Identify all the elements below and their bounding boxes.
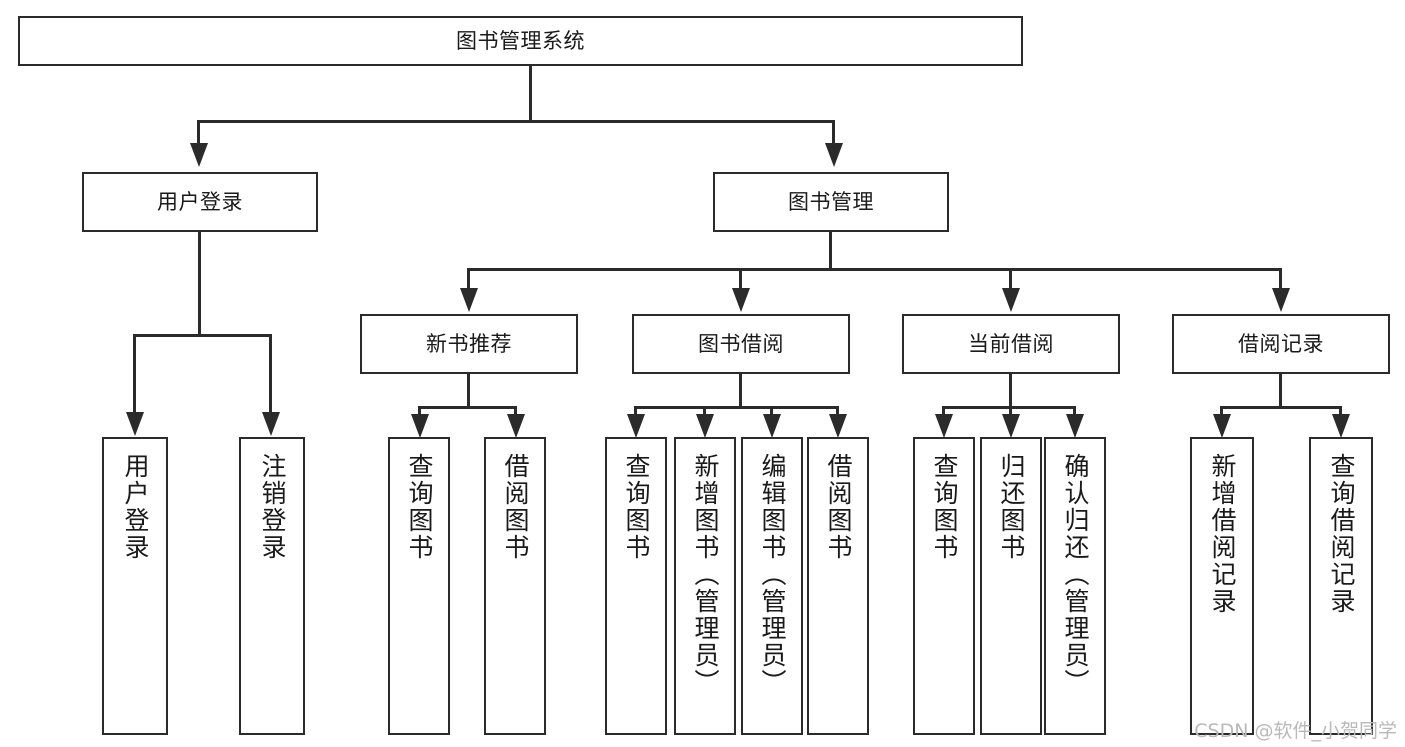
arrowhead-cb-to-leaf3 <box>1066 414 1084 438</box>
connector-newbook-stem <box>467 374 470 408</box>
node-label: 借阅图书 <box>824 453 853 561</box>
connector-newbook-bar <box>418 406 517 409</box>
connector-root-stem <box>529 66 532 122</box>
connector-bookmanage-bar <box>467 268 1282 271</box>
node-label: 用户登录 <box>157 189 243 214</box>
leaf-rec-query-record[interactable]: 查询借阅记录 <box>1309 437 1373 735</box>
arrowhead-br-to-leaf1 <box>1213 414 1231 438</box>
arrowhead-newbook-to-leaf2 <box>507 414 525 438</box>
connector-bm-to-newbook <box>467 268 470 290</box>
node-label: 查询图书 <box>405 453 434 561</box>
node-label: 当前借阅 <box>968 331 1054 356</box>
arrowhead-cb-to-leaf1 <box>935 414 953 438</box>
node-label: 查询图书 <box>930 453 959 561</box>
arrowhead-br-to-leaf2 <box>1332 414 1350 438</box>
leaf-user-login[interactable]: 用户登录 <box>102 437 168 735</box>
connector-currentborrow-stem <box>1009 374 1012 408</box>
connector-userlogin-stem <box>198 232 201 336</box>
arrowhead-root-to-userlogin <box>190 143 208 167</box>
connector-newbook-to-leaf2 <box>514 406 517 418</box>
arrowhead-bm-to-borrowrecord <box>1272 288 1290 312</box>
connector-root-bar <box>197 120 835 123</box>
arrowhead-bm-to-bookborrow <box>732 288 750 312</box>
node-label: 图书管理系统 <box>456 28 585 53</box>
node-label: 查询借阅记录 <box>1327 453 1356 615</box>
leaf-cur-return-book[interactable]: 归还图书 <box>980 437 1042 735</box>
connector-bm-to-bookborrow <box>739 268 742 290</box>
connector-borrowrecord-stem <box>1279 374 1282 408</box>
connector-bm-to-borrowrecord <box>1279 268 1282 290</box>
arrowhead-bm-to-currentborrow <box>1002 288 1020 312</box>
connector-bookborrow-bar <box>634 406 839 409</box>
connector-bb-to-leaf3 <box>770 406 773 418</box>
connector-newbook-to-leaf1 <box>418 406 421 418</box>
node-label: 借阅图书 <box>501 453 530 561</box>
arrowhead-userlogin-to-leaf1 <box>126 412 144 436</box>
node-root-system[interactable]: 图书管理系统 <box>18 16 1023 66</box>
node-label: 新增借阅记录 <box>1208 453 1237 615</box>
node-label: 新增图书（管理员） <box>691 453 720 696</box>
node-book-management[interactable]: 图书管理 <box>713 172 949 232</box>
connector-userlogin-to-leaf1 <box>133 334 136 414</box>
arrowhead-bm-to-newbook <box>460 288 478 312</box>
connector-bookmanage-stem <box>829 232 832 271</box>
leaf-rec-add-record[interactable]: 新增借阅记录 <box>1190 437 1254 735</box>
arrowhead-root-to-bookmanage <box>825 143 843 167</box>
connector-bm-to-currentborrow <box>1009 268 1012 290</box>
arrowhead-bb-to-leaf1 <box>627 414 645 438</box>
watermark-text: CSDN @软件_小贺同学 <box>1194 720 1397 742</box>
leaf-cur-confirm-return[interactable]: 确认归还（管理员） <box>1044 437 1106 735</box>
node-label: 归还图书 <box>997 453 1026 561</box>
arrowhead-bb-to-leaf2 <box>696 414 714 438</box>
connector-br-to-leaf1 <box>1220 406 1223 418</box>
leaf-borrow-query-book[interactable]: 查询图书 <box>605 437 667 735</box>
connector-bb-to-leaf2 <box>703 406 706 418</box>
arrowhead-bb-to-leaf3 <box>763 414 781 438</box>
node-label: 查询图书 <box>622 453 651 561</box>
connector-bb-to-leaf1 <box>634 406 637 418</box>
connector-cb-to-leaf3 <box>1073 406 1076 418</box>
node-label: 编辑图书（管理员） <box>758 453 787 696</box>
node-label: 新书推荐 <box>426 331 512 356</box>
connector-cb-to-leaf1 <box>942 406 945 418</box>
connector-bb-to-leaf4 <box>836 406 839 418</box>
leaf-user-logout[interactable]: 注销登录 <box>239 437 305 735</box>
node-label: 图书借阅 <box>698 331 784 356</box>
node-label: 确认归还（管理员） <box>1061 453 1090 696</box>
connector-bookborrow-stem <box>739 374 742 408</box>
arrowhead-bb-to-leaf4 <box>829 414 847 438</box>
leaf-rec-borrow-book[interactable]: 借阅图书 <box>484 437 546 735</box>
connector-cb-to-leaf2 <box>1009 406 1012 418</box>
leaf-cur-query-book[interactable]: 查询图书 <box>913 437 975 735</box>
connector-root-to-userlogin <box>197 120 200 145</box>
connector-userlogin-to-leaf2 <box>269 334 272 414</box>
connector-root-to-bookmanage <box>832 120 835 145</box>
node-borrow-record[interactable]: 借阅记录 <box>1172 314 1390 374</box>
connector-borrowrecord-bar <box>1220 406 1342 409</box>
leaf-borrow-edit-book[interactable]: 编辑图书（管理员） <box>741 437 803 735</box>
connector-userlogin-bar <box>133 334 272 337</box>
arrowhead-cb-to-leaf2 <box>1002 414 1020 438</box>
node-book-borrow[interactable]: 图书借阅 <box>632 314 850 374</box>
leaf-borrow-add-book[interactable]: 新增图书（管理员） <box>674 437 736 735</box>
node-label: 图书管理 <box>788 189 874 214</box>
node-label: 借阅记录 <box>1238 331 1324 356</box>
leaf-borrow-borrow-book[interactable]: 借阅图书 <box>807 437 869 735</box>
arrowhead-userlogin-to-leaf2 <box>262 412 280 436</box>
connector-br-to-leaf2 <box>1339 406 1342 418</box>
arrowhead-newbook-to-leaf1 <box>411 414 429 438</box>
node-user-login[interactable]: 用户登录 <box>82 172 318 232</box>
leaf-rec-query-book[interactable]: 查询图书 <box>388 437 450 735</box>
node-new-book-recommend[interactable]: 新书推荐 <box>360 314 578 374</box>
node-label: 用户登录 <box>121 453 150 561</box>
node-current-borrow[interactable]: 当前借阅 <box>902 314 1120 374</box>
node-label: 注销登录 <box>258 453 287 561</box>
